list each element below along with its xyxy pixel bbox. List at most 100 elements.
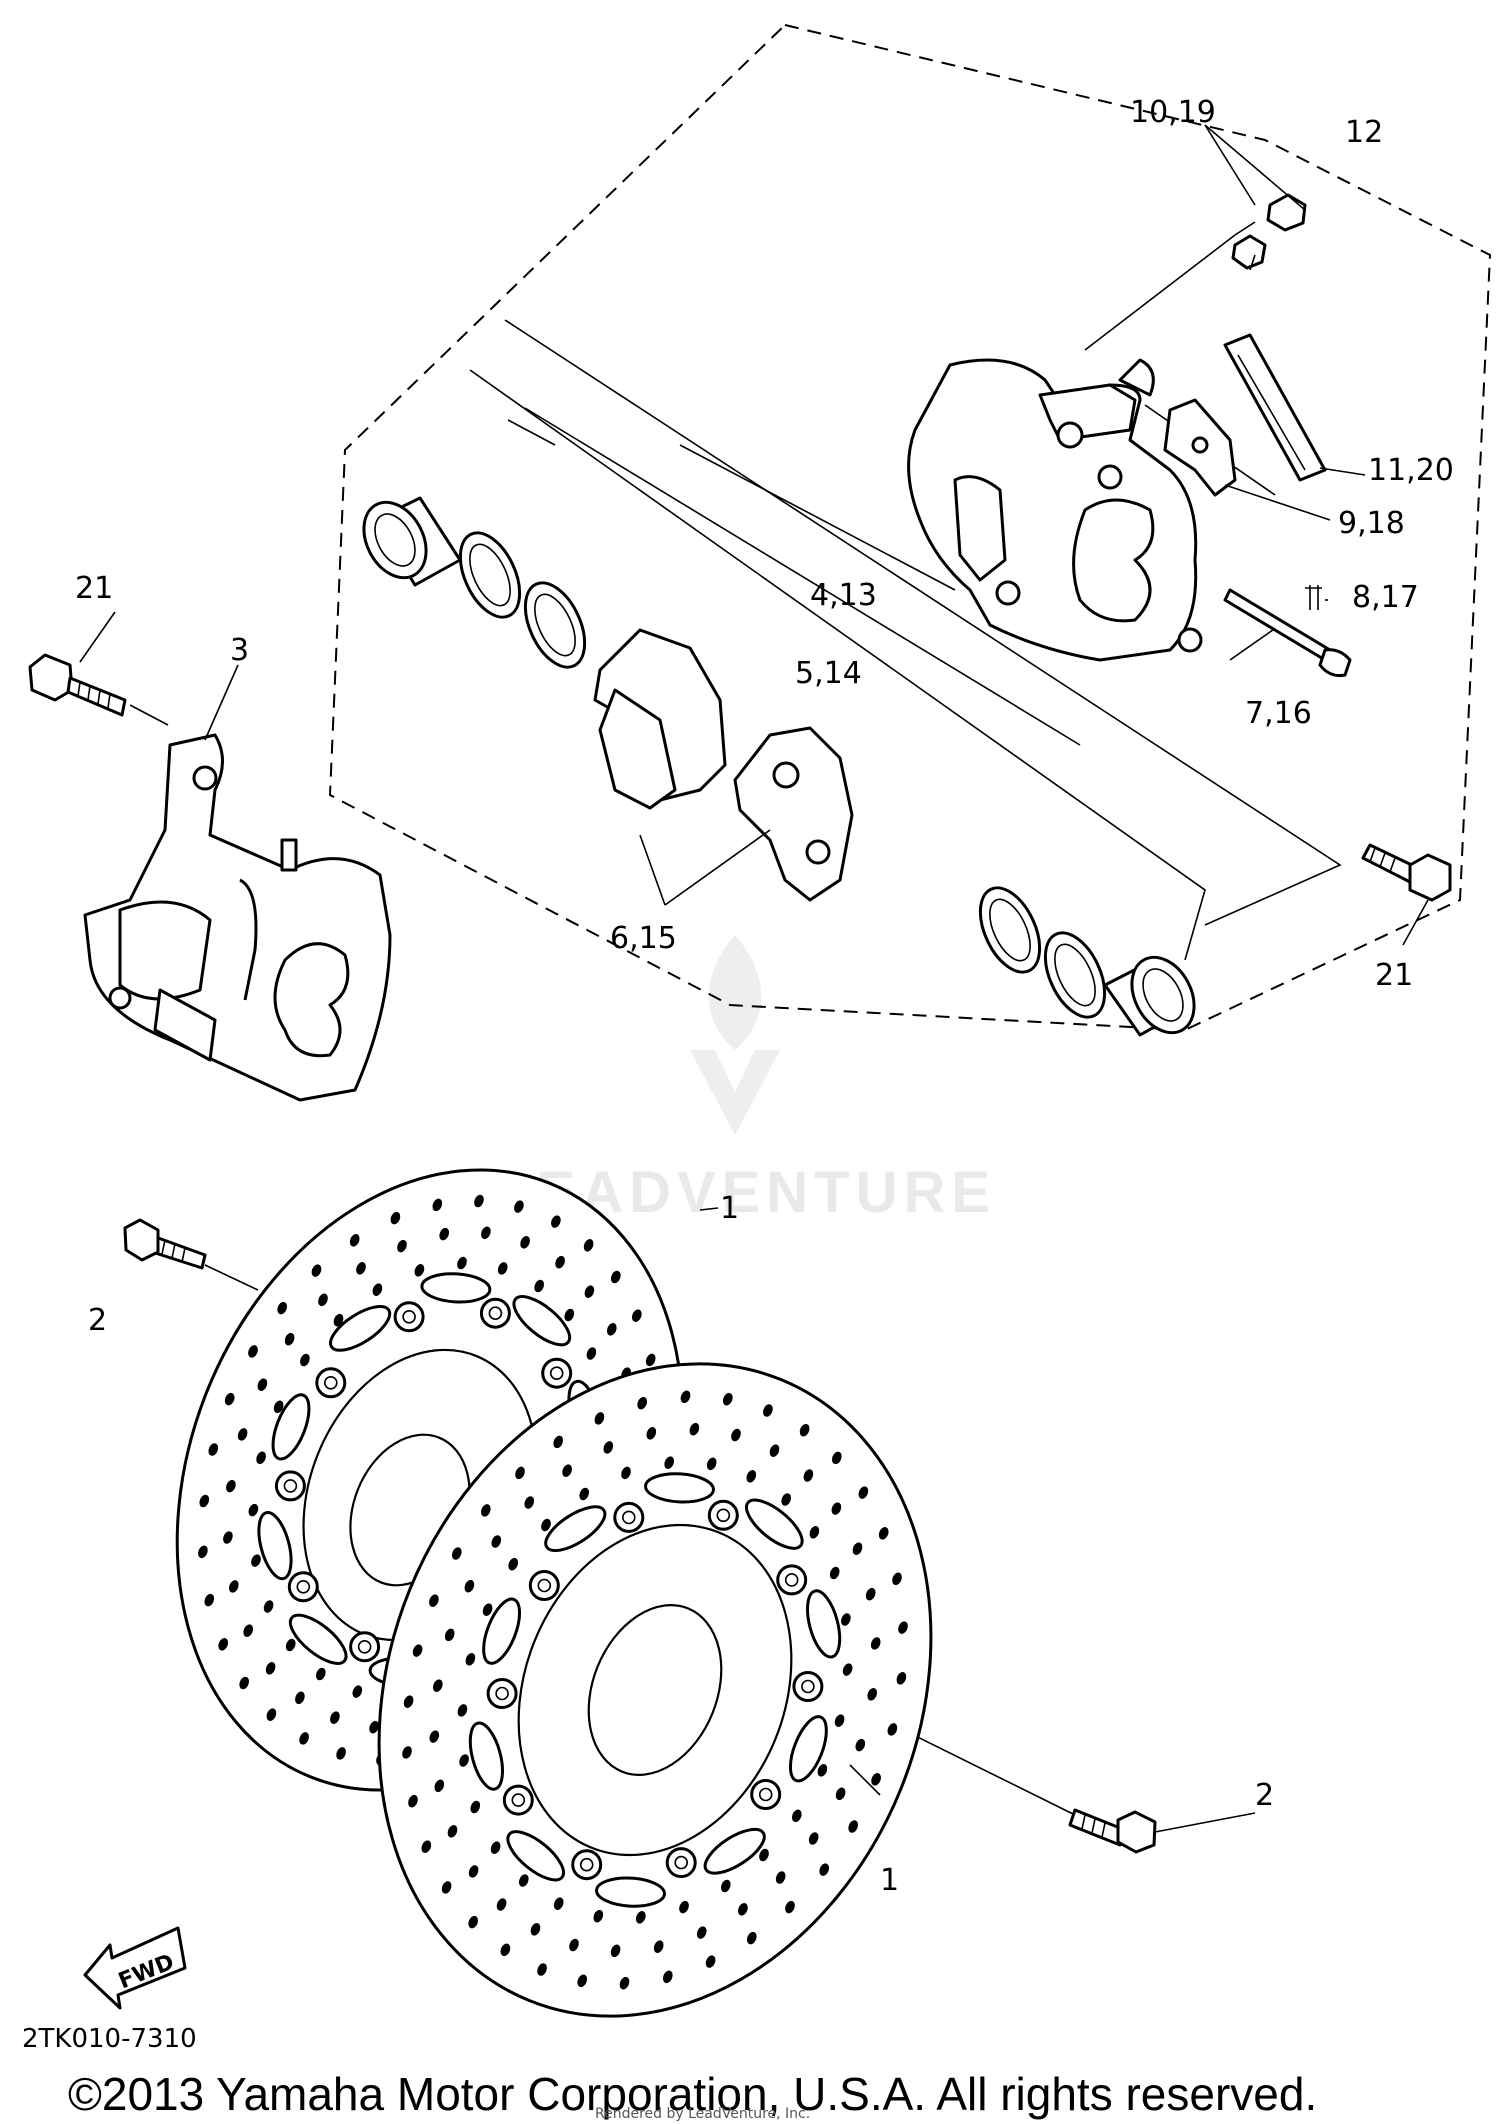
pad-spring-11-20 (1223, 333, 1327, 482)
carrier-slot (788, 1715, 828, 1783)
drill-hole (896, 1672, 907, 1685)
clip-8-17 (1305, 585, 1322, 610)
caliper-right (907, 358, 1203, 662)
carrier-slot (288, 1613, 348, 1665)
drill-hole (809, 1526, 820, 1539)
callout-12: 12 (1345, 115, 1383, 150)
float-button-center (283, 1479, 298, 1493)
drill-hole (429, 1594, 439, 1607)
bolt-21-right (1361, 843, 1452, 902)
pad-support-9-18 (1163, 398, 1237, 497)
drill-hole (265, 1662, 276, 1675)
float-button (776, 1564, 808, 1596)
drill-hole (356, 1262, 366, 1275)
float-button-center (495, 1686, 509, 1701)
drill-hole (336, 1747, 346, 1760)
float-button (274, 1470, 306, 1502)
callout-labels: 10,19 12 11,20 9,18 8,17 4,13 5,14 7,16 … (75, 95, 1454, 1898)
float-button-center (758, 1787, 773, 1802)
carrier-slot (644, 1472, 715, 1504)
caliper-assembly-boundary (328, 23, 1492, 1032)
drill-hole (537, 1963, 547, 1976)
carrier-slot (329, 1305, 392, 1352)
float-button (502, 1784, 534, 1816)
drill-hole (500, 1943, 511, 1957)
drill-hole (490, 1841, 501, 1854)
disc-bolt-2-left (123, 1218, 207, 1270)
drill-hole (330, 1711, 340, 1724)
float-button (486, 1678, 518, 1709)
drill-hole (791, 1809, 802, 1823)
drill-hole (514, 1200, 524, 1213)
drill-hole (785, 1900, 795, 1914)
drill-hole (251, 1554, 261, 1567)
drill-hole (441, 1881, 452, 1894)
drill-hole (349, 1234, 360, 1247)
render-credit: Rendered by LeadVenture, Inc. (595, 2106, 810, 2122)
seals (458, 531, 1107, 1019)
drill-hole (530, 1923, 541, 1936)
callout-5-14: 5,14 (795, 656, 862, 691)
drill-hole (412, 1644, 423, 1657)
disc-bolt-2-right (1068, 1808, 1157, 1854)
drill-hole (273, 1400, 284, 1414)
float-button-center (357, 1640, 372, 1654)
drill-hole (468, 1865, 479, 1878)
float-button-center (549, 1366, 564, 1380)
drill-hole (457, 1704, 468, 1717)
drill-hole (871, 1773, 881, 1786)
drill-hole (352, 1685, 363, 1698)
drill-hole (898, 1621, 908, 1634)
drill-hole (451, 1547, 462, 1560)
float-button (792, 1671, 824, 1702)
drill-hole (799, 1423, 810, 1437)
drill-hole (318, 1293, 328, 1307)
drill-hole (606, 1323, 617, 1336)
drill-hole (593, 1909, 604, 1923)
drill-hole (464, 1579, 475, 1593)
drill-hole (696, 1926, 707, 1939)
float-button-center (402, 1310, 416, 1324)
drill-hole (397, 1239, 407, 1253)
drill-hole (584, 1285, 595, 1298)
carrier-slot (420, 1272, 492, 1304)
drill-hole (817, 1764, 828, 1777)
drill-hole (421, 1840, 432, 1853)
pad-pin-7-16 (1223, 588, 1352, 677)
float-button (571, 1849, 603, 1881)
drill-hole (603, 1441, 614, 1454)
callout-3: 3 (230, 633, 249, 668)
drill-hole (459, 1754, 469, 1767)
drill-hole (583, 1239, 594, 1252)
drill-hole (619, 1976, 630, 1990)
drill-hole (867, 1688, 878, 1701)
drill-hole (831, 1451, 842, 1465)
callout-21-right: 21 (1375, 958, 1413, 993)
drill-hole (553, 1897, 564, 1910)
caliper-left (83, 733, 392, 1102)
carrier-slot (745, 1498, 804, 1550)
carrier-slot (806, 1589, 842, 1659)
callout-8-17: 8,17 (1352, 580, 1419, 615)
forward-arrow-icon: FWD (83, 1926, 187, 2010)
drill-hole (284, 1332, 295, 1346)
drill-hole (555, 1255, 565, 1269)
drill-hole (653, 1940, 664, 1953)
drill-hole (541, 1518, 551, 1532)
callout-2-left: 2 (88, 1303, 107, 1338)
piston-upper (362, 496, 462, 587)
drill-hole (781, 1493, 792, 1506)
drill-hole (842, 1663, 853, 1676)
drill-hole (577, 1974, 588, 1988)
drill-hole (447, 1825, 458, 1838)
carrier-slot (544, 1505, 607, 1553)
float-button-center (784, 1573, 799, 1587)
float-button-center (537, 1578, 552, 1593)
drill-hole (664, 1456, 675, 1469)
callout-6-15: 6,15 (610, 921, 677, 956)
drill-hole (569, 1938, 579, 1952)
drill-hole (295, 1691, 305, 1705)
drill-hole (803, 1469, 814, 1482)
drill-hole (621, 1466, 631, 1480)
